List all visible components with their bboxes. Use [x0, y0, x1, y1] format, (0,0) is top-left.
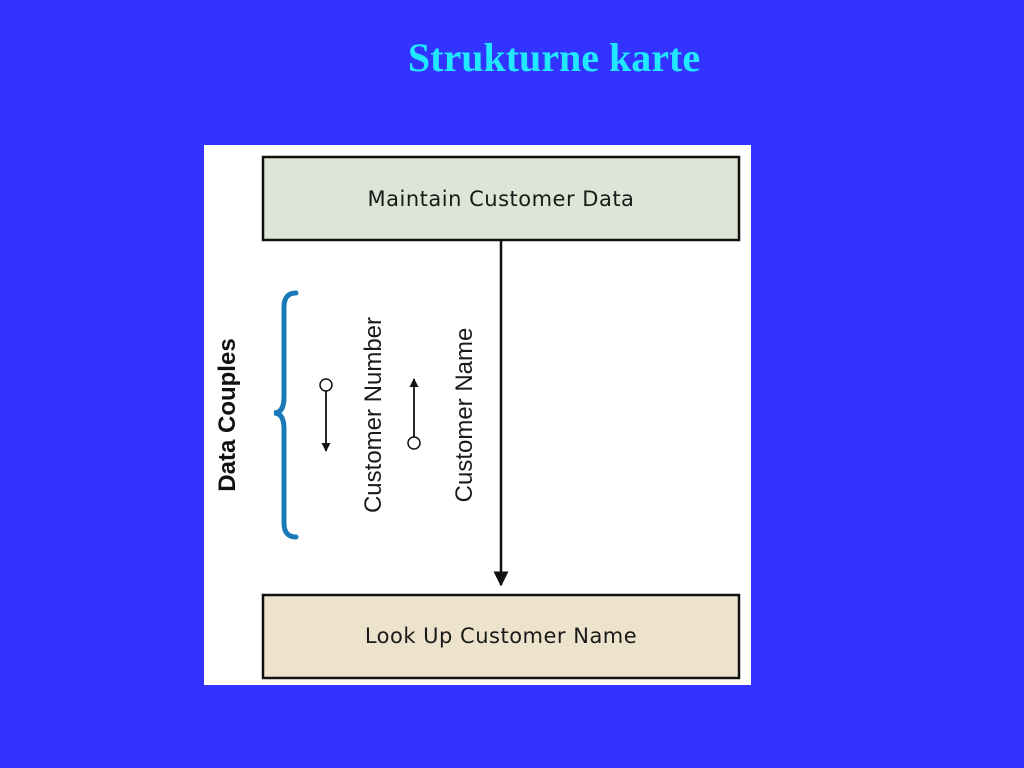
data-couple-circle-icon [319, 378, 333, 392]
data-couple-customer-name: Customer Name [407, 328, 478, 503]
slide-title: Strukturne karte [407, 35, 701, 80]
structure-chart-panel: Maintain Customer Data Look Up Customer … [204, 145, 751, 685]
data-couple-label-customer-name: Customer Name [451, 328, 478, 503]
module-label-top: Maintain Customer Data [368, 187, 635, 211]
structure-chart-svg: Maintain Customer Data Look Up Customer … [214, 155, 741, 680]
module-look-up-customer-name: Look Up Customer Name [261, 593, 741, 680]
data-couples-brace [273, 290, 299, 540]
data-couple-customer-number: Customer Number [319, 317, 387, 513]
data-couples-label: Data Couples [214, 338, 241, 491]
module-label-bottom: Look Up Customer Name [365, 624, 637, 648]
data-couple-circle-icon [407, 436, 421, 450]
module-maintain-customer-data: Maintain Customer Data [261, 155, 741, 242]
data-couple-label-customer-number: Customer Number [360, 317, 387, 513]
